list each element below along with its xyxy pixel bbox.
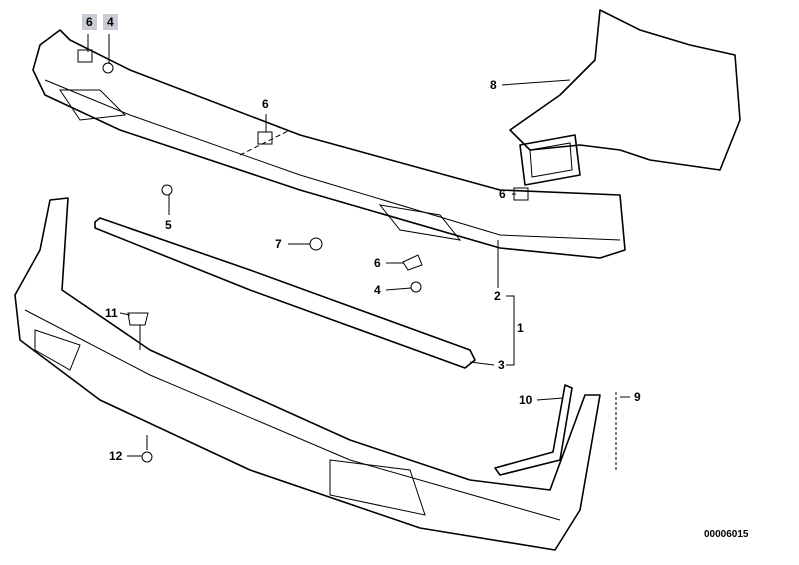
- callout-4[interactable]: 4: [374, 283, 381, 297]
- callout-3[interactable]: 3: [498, 358, 505, 372]
- callout-10[interactable]: 10: [519, 393, 533, 407]
- trim-strip: [94, 217, 476, 369]
- callout-6-highlighted[interactable]: 6: [82, 14, 97, 30]
- bumper-bar: [32, 29, 626, 259]
- callout-9[interactable]: 9: [634, 390, 641, 404]
- callout-8[interactable]: 8: [490, 78, 497, 92]
- callout-7[interactable]: 7: [275, 237, 282, 251]
- bumper-cover: [14, 197, 601, 551]
- callout-6[interactable]: 6: [374, 256, 381, 270]
- air-duct: [509, 9, 741, 171]
- callout-6[interactable]: 6: [262, 97, 269, 111]
- callout-6[interactable]: 6: [499, 187, 506, 201]
- callout-4-highlighted[interactable]: 4: [103, 14, 118, 30]
- diagram-number: 00006015: [704, 529, 749, 540]
- callout-1[interactable]: 1: [517, 321, 524, 335]
- callout-12[interactable]: 12: [109, 449, 123, 463]
- callout-5[interactable]: 5: [165, 218, 172, 232]
- callout-2[interactable]: 2: [494, 289, 501, 303]
- callout-11[interactable]: 11: [105, 306, 118, 320]
